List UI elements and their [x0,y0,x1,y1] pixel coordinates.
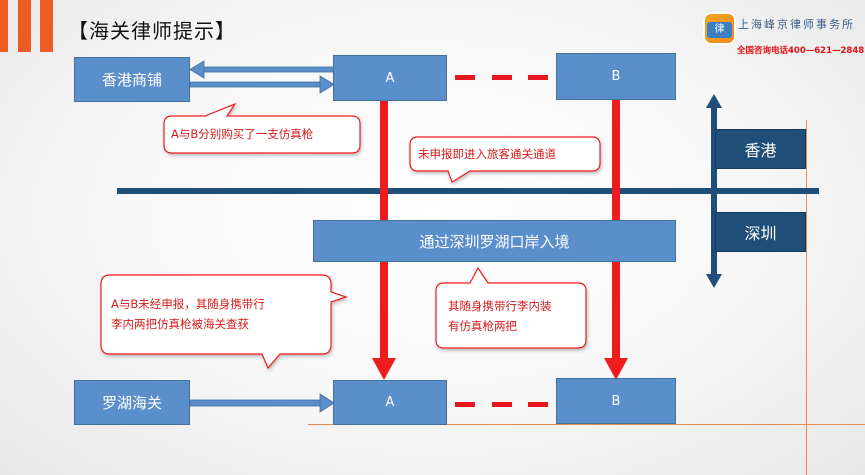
logo-glyph: 律 [707,22,732,38]
hk-shop-label: 香港商铺 [101,71,162,89]
region-shenzhen: 深圳 [715,212,806,252]
callout-purchase-bubble [163,102,361,154]
region-hongkong-label: 香港 [744,141,777,160]
region-double-arrow [706,94,722,288]
crossing-box: 通过深圳罗湖口岸入境 [313,220,676,262]
orange-guide-vertical [806,120,807,475]
flow-arrowhead-b [604,358,628,380]
node-a-top: A [333,55,447,101]
hk-shop-box: 香港商铺 [74,57,190,102]
hotline: 全国咨询电话400—621—2848 [737,46,865,56]
dash-bottom-3 [528,402,548,407]
callout-caught-bubble [100,274,348,370]
region-shenzhen-label: 深圳 [744,224,777,243]
region-hongkong: 香港 [715,129,806,169]
law-firm-logo: 律 [703,12,736,45]
node-b-top-label: B [611,69,621,84]
node-b-top: B [556,53,676,100]
customs-to-a-arrow [189,393,335,413]
shop-to-a-arrow [189,60,335,94]
page-title: 【海关律师提示】 [68,19,236,43]
header-stripe-1 [0,0,8,52]
dash-top-1 [455,75,475,80]
callout-luggage-bubble [435,266,587,349]
border-divider [117,188,819,194]
node-b-bottom-label: B [611,393,621,409]
flow-arrowhead-a [372,358,396,380]
orange-guide-horizontal [308,424,865,425]
firm-name: 上海峰京律师事务所 [738,18,855,31]
luohu-customs-label: 罗湖海关 [101,394,162,412]
node-a-bottom-label: A [385,395,395,410]
node-a-bottom: A [333,380,447,425]
callout-undeclared-bubble [409,136,601,183]
node-b-bottom: B [556,378,676,424]
header-stripe-2 [18,0,31,52]
crossing-label: 通过深圳罗湖口岸入境 [419,232,570,251]
dash-bottom-2 [492,402,512,407]
callout-luggage-text: 其随身携带行李内装 有仿真枪两把 [448,299,552,333]
node-a-top-label: A [385,70,395,86]
dash-top-2 [492,75,512,80]
dash-bottom-1 [455,402,475,407]
luohu-customs-box: 罗湖海关 [74,380,190,425]
callout-caught-text: A与B未经申报，其随身携带行 李内两把仿真枪被海关查获 [111,297,265,331]
header-stripe-3 [40,0,53,52]
callout-undeclared-text: 未申报即进入旅客通关通道 [418,147,556,161]
dash-top-3 [528,75,548,80]
callout-purchase-text: A与B分别购买了一支仿真枪 [171,127,314,141]
